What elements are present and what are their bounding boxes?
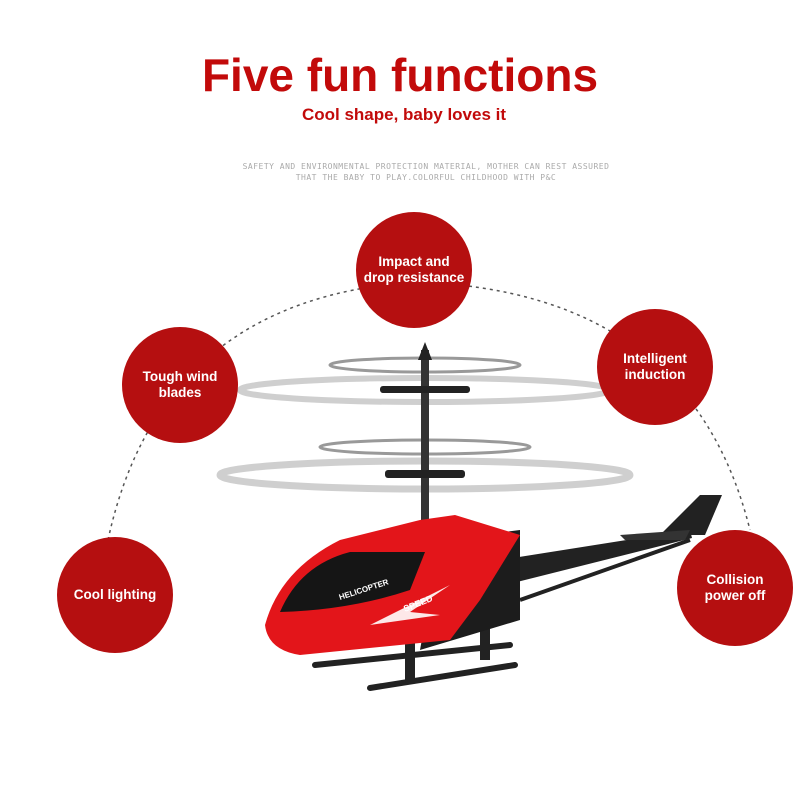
tagline: Cool shape, baby loves it [301,105,507,124]
rotor-blades [216,342,634,530]
page-title: Five fun functions [201,49,599,101]
fine-print-line2: THAT THE BABY TO PLAY.COLORFUL CHILDHOOD… [295,173,557,182]
feature-cool-lighting: Cool lighting [57,537,173,653]
tail [500,495,722,602]
fine-print-line1: SAFETY AND ENVIRONMENTAL PROTECTION MATE… [242,162,610,171]
helicopter-canopy [280,552,425,612]
